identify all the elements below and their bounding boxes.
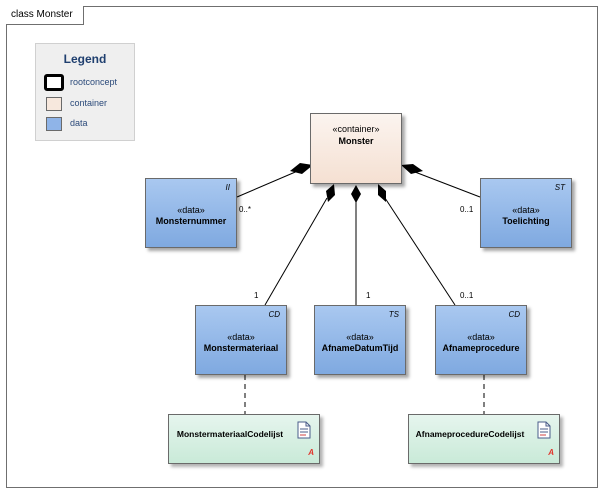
association-monster-afnamedatumtijd[interactable] <box>351 185 361 305</box>
class-name: Toelichting <box>502 216 550 226</box>
class-afnameprocedure[interactable]: CD «data» Afnameprocedure <box>435 305 527 375</box>
multiplicity-toelichting: 0..1 <box>460 205 474 214</box>
class-name: AfnameDatumTijd <box>321 343 399 353</box>
legend-label: data <box>70 118 88 128</box>
document-icon <box>537 421 551 439</box>
legend-swatch-data <box>46 117 62 131</box>
legend-title: Legend <box>63 52 107 66</box>
diagram-frame-title: class Monster <box>6 6 84 25</box>
association-monster-monsternummer[interactable] <box>236 163 313 198</box>
enum-monstermateriaal-codelijst[interactable]: MonstermateriaalCodelijst A <box>168 414 320 464</box>
legend-label: rootconcept <box>70 77 118 87</box>
class-tag: ST <box>554 183 565 192</box>
composition-diamond <box>326 184 335 202</box>
class-name: Monsternummer <box>155 216 227 226</box>
document-icon <box>297 421 311 439</box>
class-name: Afnameprocedure <box>442 343 520 353</box>
composition-diamond <box>401 164 423 174</box>
class-stereotype: «container» <box>332 124 380 134</box>
legend-swatch-rootconcept <box>44 74 64 91</box>
class-tag: II <box>225 183 230 192</box>
class-name: Monstermateriaal <box>203 343 279 353</box>
composition-diamond <box>351 185 361 203</box>
association-monster-monstermateriaal[interactable] <box>264 184 335 306</box>
class-tag: CD <box>508 310 520 319</box>
legend-swatch-container <box>46 97 62 111</box>
legend-label: container <box>70 98 108 108</box>
multiplicity-afnameprocedure: 0..1 <box>460 291 474 300</box>
class-stereotype: «data» <box>346 332 374 342</box>
class-tag: TS <box>388 310 399 319</box>
multiplicity-monstermateriaal: 1 <box>254 291 259 300</box>
abstract-marker: A <box>308 448 314 457</box>
multiplicity-afnamedatumtijd: 1 <box>366 291 371 300</box>
class-stereotype: «data» <box>177 205 205 215</box>
enum-name: MonstermateriaalCodelijst <box>176 429 284 439</box>
association-monster-toelichting[interactable] <box>401 164 481 198</box>
class-afnamedatumtijd[interactable]: TS «data» AfnameDatumTijd <box>314 305 406 375</box>
class-tag: CD <box>268 310 280 319</box>
class-name: Monster <box>338 136 374 146</box>
composition-diamond <box>290 163 313 174</box>
class-stereotype: «data» <box>512 205 540 215</box>
enum-afnameprocedure-codelijst[interactable]: AfnameprocedureCodelijst A <box>408 414 560 464</box>
class-monstermateriaal[interactable]: CD «data» Monstermateriaal <box>195 305 287 375</box>
class-stereotype: «data» <box>467 332 495 342</box>
multiplicity-monsternummer: 0..* <box>239 205 252 214</box>
enum-name: AfnameprocedureCodelijst <box>415 429 525 439</box>
class-monsternummer[interactable]: II «data» Monsternummer <box>145 178 237 248</box>
class-stereotype: «data» <box>227 332 255 342</box>
legend: Legend rootconcept container data <box>35 43 135 141</box>
composition-diamond <box>378 184 386 202</box>
association-monster-afnameprocedure[interactable] <box>378 184 456 306</box>
class-monster[interactable]: «container» Monster <box>310 113 402 184</box>
class-toelichting[interactable]: ST «data» Toelichting <box>480 178 572 248</box>
abstract-marker: A <box>548 448 554 457</box>
